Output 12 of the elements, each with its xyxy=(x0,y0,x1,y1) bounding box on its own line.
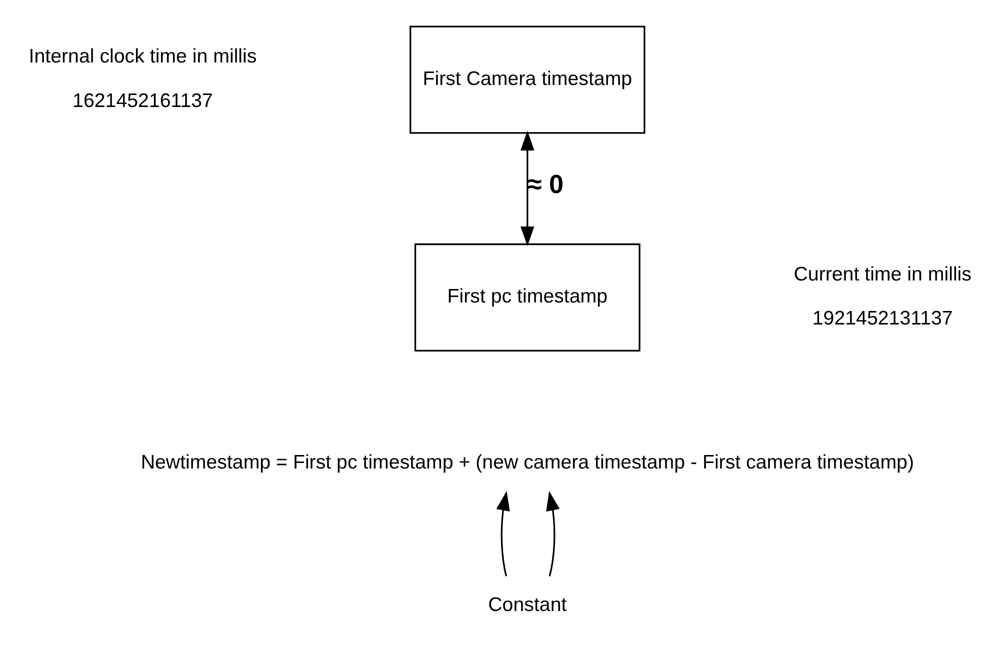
node-box: First pc timestamp xyxy=(414,243,640,352)
edge-label: ≈ 0 xyxy=(527,169,564,200)
arrow xyxy=(520,130,534,246)
arrow xyxy=(496,490,510,576)
node-box: First Camera timestamp xyxy=(410,26,646,134)
node-text: Newtimestamp = First pc timestamp + (new camera timestamp - First camera timestamp) xyxy=(140,452,914,474)
node-label: Current time in millis xyxy=(794,263,972,286)
node-label: 1921452131137 xyxy=(812,308,953,330)
arrow xyxy=(546,490,560,576)
node-text: Constant xyxy=(488,594,567,616)
node-label: Internal clock time in millis xyxy=(28,46,257,68)
node-label: 1621452161137 xyxy=(72,90,213,112)
